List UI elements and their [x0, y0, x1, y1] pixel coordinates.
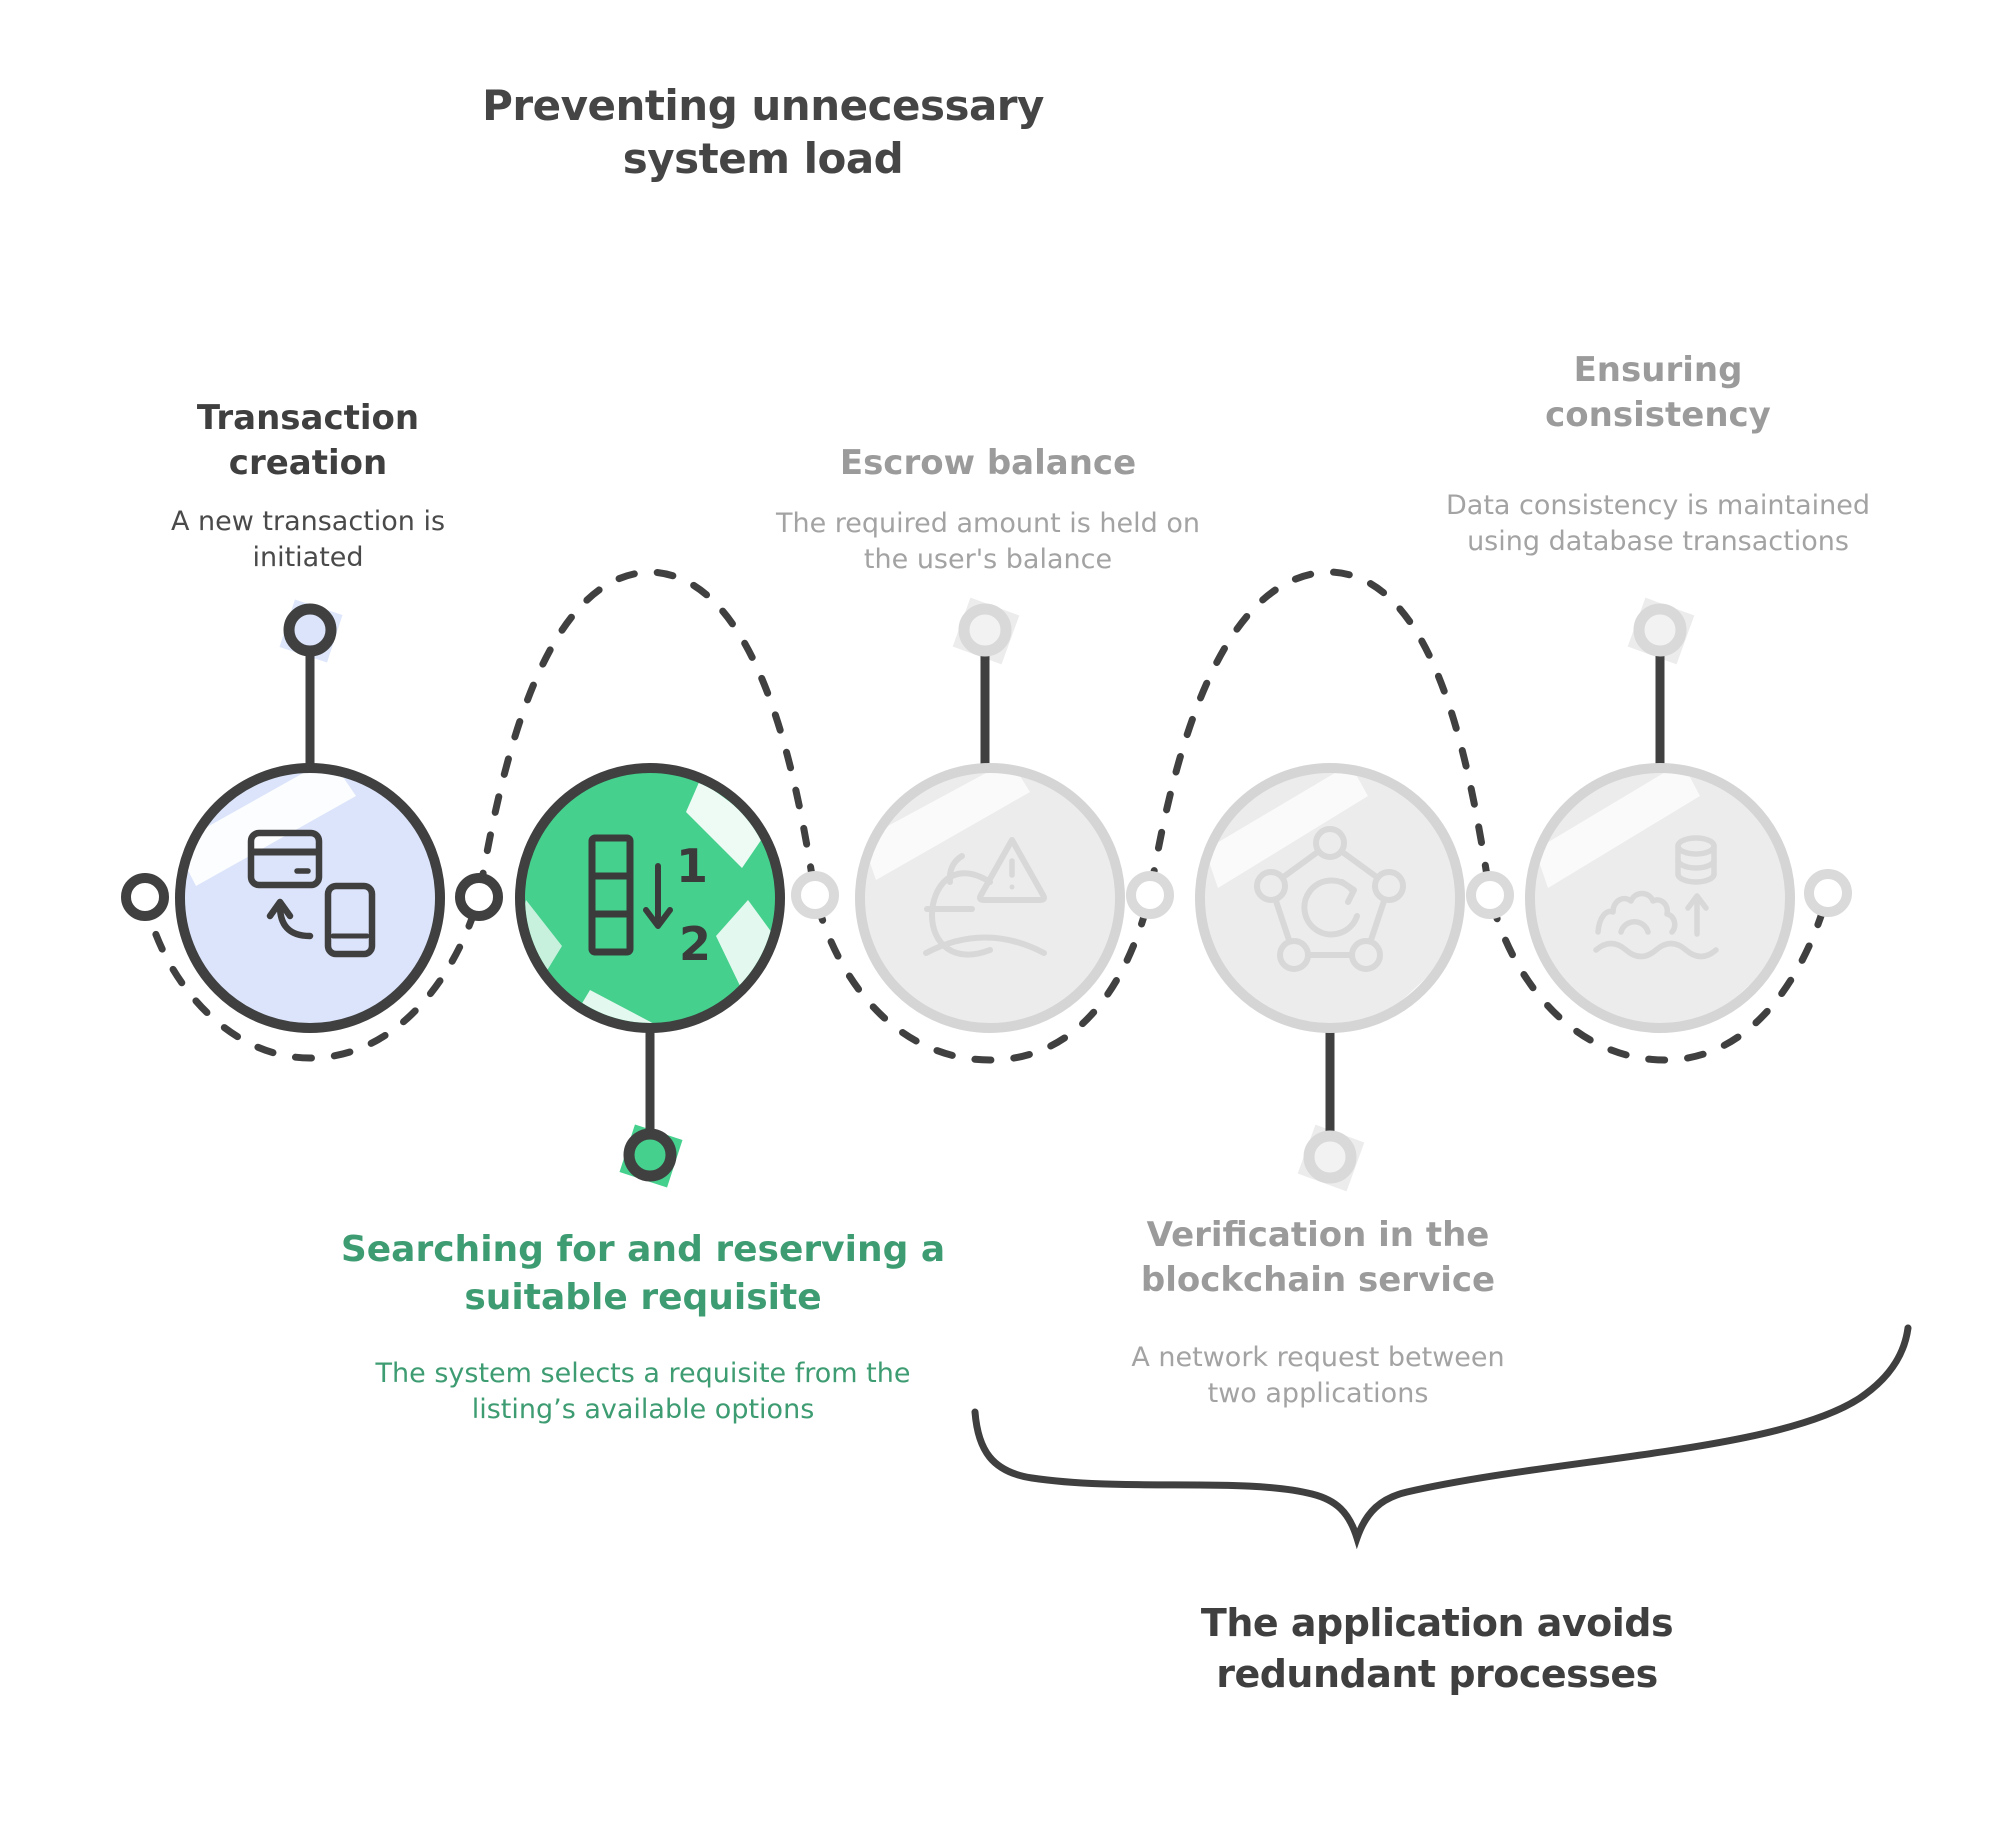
- connector-pin-ring: [283, 603, 337, 657]
- sort-priority-icon: [588, 834, 673, 956]
- step5-connector: [1627, 597, 1695, 772]
- step1-connector: [279, 599, 343, 772]
- step4-heading: Verification in the blockchain service: [1140, 1215, 1496, 1300]
- step5-description: Data consistency is maintained using dat…: [1446, 490, 1870, 557]
- sort-number-1: 1: [676, 839, 708, 893]
- junction-ring: [121, 873, 169, 921]
- step4-description: A network request between two applicatio…: [1131, 1342, 1505, 1409]
- sort-number-2: 2: [679, 917, 711, 971]
- junction-ring: [1126, 871, 1174, 919]
- step2-description: The system selects a requisite from the …: [375, 1358, 911, 1425]
- connector-pin-ring: [958, 603, 1012, 657]
- step3-connector: [952, 597, 1020, 772]
- callout-text: The application avoids redundant process…: [1200, 1601, 1674, 1697]
- junction-ring: [1804, 869, 1852, 917]
- step5-circle: [1525, 763, 1795, 1033]
- step2-circle: [515, 763, 785, 1033]
- connector-pin-ring: [1633, 603, 1687, 657]
- junction-ring: [455, 873, 503, 921]
- step4-circle: [1195, 763, 1465, 1033]
- junction-ring: [791, 871, 839, 919]
- dashed-flow-path: [141, 568, 1832, 1064]
- junction-ring: [1466, 871, 1514, 919]
- diagram-title: Preventing unnecessary system load: [482, 81, 1044, 183]
- database-update-icon: [1593, 835, 1719, 960]
- timeline-junction-rings: [121, 869, 1852, 921]
- card-to-phone-transfer-icon: [247, 829, 376, 958]
- euro-warning-icon: [923, 837, 1047, 958]
- curly-brace: [971, 1324, 1912, 1550]
- step1-description: A new transaction is initiated: [170, 506, 446, 573]
- step4-connector: [1297, 1026, 1365, 1192]
- step1-heading: Transaction creation: [196, 398, 420, 483]
- connector-pin-ring: [623, 1128, 677, 1182]
- step2-connector: [619, 1026, 683, 1188]
- step5-heading: Ensuring consistency: [1545, 350, 1771, 435]
- network-sync-icon: [1254, 826, 1406, 972]
- step3-heading: Escrow balance: [839, 443, 1137, 483]
- step2-heading: Searching for and reserving a suitable r…: [340, 1229, 946, 1318]
- connector-pin-ring: [1303, 1130, 1357, 1184]
- step3-description: The required amount is held on the user'…: [776, 508, 1200, 575]
- step3-circle: [855, 763, 1125, 1033]
